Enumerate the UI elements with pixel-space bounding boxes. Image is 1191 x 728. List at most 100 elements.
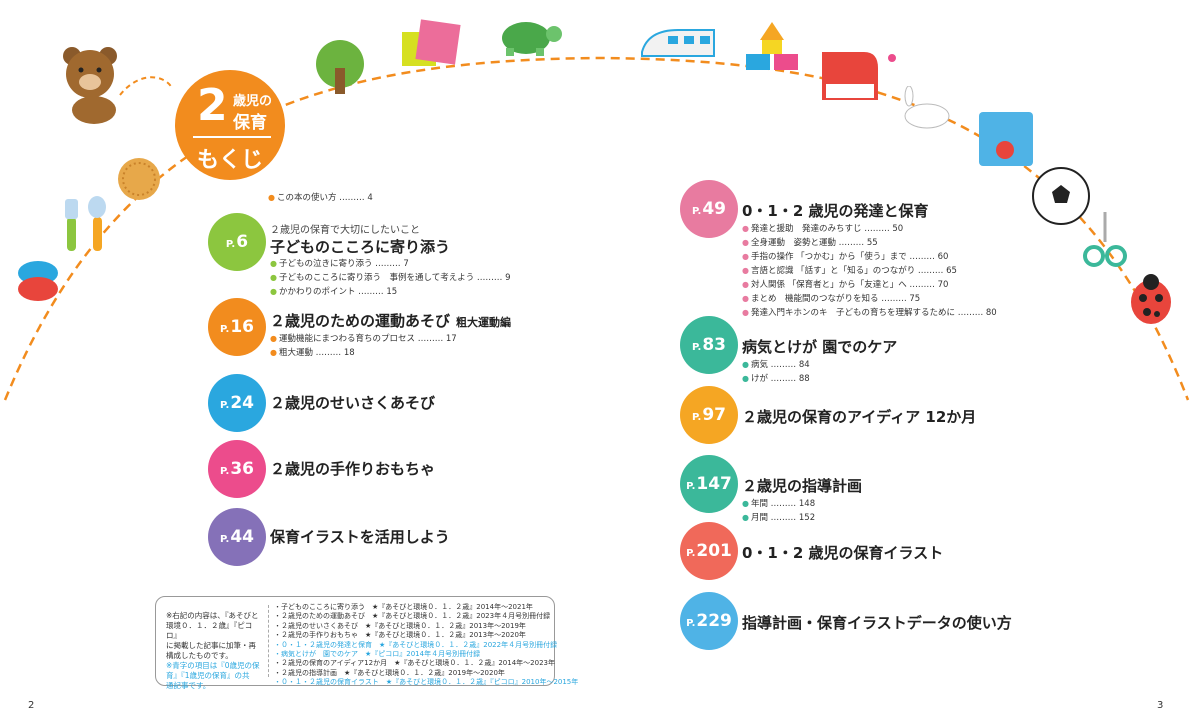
page-number-right: 3 (1157, 700, 1164, 711)
toc-item[interactable]: 子どもの泣きに寄り添う ……… 7 (270, 257, 511, 271)
page-prefix: P. (220, 400, 230, 411)
section-title[interactable]: ２歳児の指導計画 (742, 477, 863, 495)
note-left: ※右記の内容は、『あそびと環境０．１．２歳』『ピコロ』に掲載した記事に加筆・再構… (166, 611, 261, 691)
page-number: 83 (702, 335, 726, 355)
soccer-ball-icon (1032, 167, 1090, 225)
section-subtitle: ２歳児の保育で大切にしたいこと (270, 225, 420, 236)
bear-icon (63, 47, 117, 124)
section-title-text: ２歳児のせいさくあそび (270, 394, 436, 412)
section-items: 子どもの泣きに寄り添う ……… 7子どものこころに寄り添う 事例を通して考えよう… (270, 257, 511, 299)
title-line3: もくじ (196, 148, 263, 173)
piano-icon (822, 52, 896, 100)
note-source-line: ・病気とけが 園でのケア ★『ピコロ』2014年４月号別冊付録 (274, 650, 481, 659)
section-items: 年間 ……… 148月間 ……… 152 (742, 497, 815, 525)
toc-item[interactable]: 子どものこころに寄り添う 事例を通して考えよう ……… 9 (270, 271, 511, 285)
left-page-badge[interactable]: P.24 (208, 374, 266, 432)
right-page-badge[interactable]: P.97 (680, 386, 738, 444)
title-divider (193, 136, 271, 138)
note-source-line: ・０・１・２歳児の保育イラスト ★『あそびと環境０．１．２歳』『ピコロ』2010… (274, 678, 579, 687)
toc-item[interactable]: 粗大運動 ……… 18 (270, 346, 457, 360)
section-items: 運動機能にまつわる育ちのプロセス ……… 17粗大運動 ……… 18 (270, 332, 457, 360)
note-left-line: 構成したものです。 (166, 651, 233, 660)
blocks-icon (746, 22, 798, 70)
note-source-line: ・子どものこころに寄り添う ★『あそびと環境０．１．２歳』2014年～2021年 (274, 603, 533, 611)
page-prefix: P. (692, 206, 702, 217)
intro-item-text[interactable]: この本の使い方 ……… 4 (268, 191, 373, 205)
origami-paper-icon (402, 19, 461, 66)
right-page-badge[interactable]: P.83 (680, 316, 738, 374)
note-source-line: ・２歳児の指導計画 ★『あそびと環境０．１．２歳』2019年～2020年 (274, 668, 505, 677)
page-prefix: P. (220, 466, 230, 477)
page-prefix: P. (686, 548, 696, 559)
toc-item[interactable]: 年間 ……… 148 (742, 497, 815, 511)
section-title[interactable]: 指導計画・保育イラストデータの使い方 (742, 614, 1012, 632)
note-divider (268, 605, 269, 677)
page-prefix: P. (692, 342, 702, 353)
left-page-badge[interactable]: P.36 (208, 440, 266, 498)
page-prefix: P. (225, 239, 236, 250)
toc-item[interactable]: けが ……… 88 (742, 372, 810, 386)
toc-item[interactable]: 病気 ……… 84 (742, 358, 810, 372)
note-left-blue-line: 育』『1歳児の保育』の共 (166, 671, 250, 680)
note-source-line: ・２歳児の保育のアイディア12か月 ★『あそびと環境０．１．２歳』2014年～2… (274, 659, 555, 668)
page-number: 44 (230, 527, 254, 547)
page-number: 6 (236, 232, 249, 252)
section-title[interactable]: 子どものこころに寄り添う (270, 236, 450, 257)
toc-item[interactable]: 対人関係 「保育者と」から「友達と」へ ……… 70 (742, 278, 997, 292)
section-title-text: 子どものこころに寄り添う (270, 238, 451, 256)
note-left-line: に掲載した記事に加筆・再 (166, 641, 256, 650)
section-title[interactable]: 病気とけが 園でのケア (742, 338, 898, 356)
page-prefix: P. (220, 534, 230, 545)
section-title[interactable]: ２歳児のせいさくあそび (270, 392, 435, 413)
left-page-badge[interactable]: P.16 (208, 298, 266, 356)
left-page-badge[interactable]: P.44 (208, 508, 266, 566)
page-prefix: P. (686, 618, 696, 629)
toc-item[interactable]: 手指の操作 「つかむ」から「使う」まで ……… 60 (742, 250, 997, 264)
section-title-text: 保育イラストを活用しよう (270, 528, 450, 546)
train-icon (641, 29, 715, 57)
page-prefix: P. (686, 481, 696, 492)
page-number: 229 (696, 611, 732, 631)
section-items: 発達と援助 発達のみちすじ ……… 50全身運動 姿勢と運動 ……… 55手指の… (742, 222, 997, 320)
note-source-line: ・２歳児のための運動あそび ★『あそびと環境０．１．２歳』2023年４月号別冊付… (274, 612, 551, 621)
page-number: 201 (696, 541, 732, 561)
section-title[interactable]: ２歳児の保育のアイディア 12か月 (742, 408, 977, 426)
title-line1: 歳児の (233, 94, 273, 109)
page-prefix: P. (220, 324, 230, 335)
note-source-line: ・０・１・２歳児の発達と保育 ★『あそびと環境０．１．２歳』2022年４月号別冊… (274, 640, 558, 649)
page-number: 36 (230, 459, 254, 479)
section-title[interactable]: ２歳児の手作りおもちゃ (270, 458, 435, 479)
toc-item[interactable]: 全身運動 姿勢と運動 ……… 55 (742, 236, 997, 250)
toc-item[interactable]: 運動機能にまつわる育ちのプロセス ……… 17 (270, 332, 457, 346)
page-number: 147 (696, 474, 732, 494)
section-title-text: ２歳児の手作りおもちゃ (270, 460, 436, 478)
toc-item[interactable]: 発達入門キホンのキ 子どもの育ちを理解するために ……… 80 (742, 306, 997, 320)
right-page-badge[interactable]: P.229 (680, 592, 738, 650)
section-title-text: ２歳児のための運動あそび (270, 312, 451, 330)
note-left-line: 環境０．１．２歳』『ピコロ』 (166, 621, 253, 640)
note-source-line: ・２歳児のせいさくあそび ★『あそびと環境０．１．２歳』2013年～2019年 (274, 621, 526, 630)
section-title[interactable]: ２歳児のための運動あそび粗大運動編 (270, 310, 511, 331)
page-number: 24 (230, 393, 254, 413)
toc-item[interactable]: 月間 ……… 152 (742, 511, 815, 525)
right-page-badge[interactable]: P.147 (680, 455, 738, 513)
section-title[interactable]: 保育イラストを活用しよう (270, 526, 450, 547)
toc-item[interactable]: まとめ 機能間のつながりを知る ……… 75 (742, 292, 997, 306)
title-number: 2 (197, 80, 228, 131)
page-prefix: P. (692, 412, 702, 423)
page-number: 49 (702, 199, 726, 219)
toc-item[interactable]: 発達と援助 発達のみちすじ ……… 50 (742, 222, 997, 236)
page-number-left: 2 (28, 700, 35, 711)
source-note-box: ※右記の内容は、『あそびと環境０．１．２歳』『ピコロ』に掲載した記事に加筆・再構… (155, 596, 578, 690)
left-page-badge[interactable]: P.6 (208, 213, 266, 271)
right-page-badge[interactable]: P.201 (680, 522, 738, 580)
spoon-fork-icon (65, 196, 106, 251)
title-badge: 2 歳児の 保育 もくじ (175, 70, 285, 180)
right-page-badge[interactable]: P.49 (680, 180, 738, 238)
section-title[interactable]: 0・1・2 歳児の発達と保育 (742, 202, 929, 220)
section-title-suffix: 粗大運動編 (456, 316, 512, 329)
abc-book-icon (979, 112, 1033, 166)
toc-item[interactable]: かかわりのポイント ……… 15 (270, 285, 511, 299)
section-title[interactable]: 0・1・2 歳児の保育イラスト (742, 544, 944, 562)
toc-item[interactable]: 言語と認識 「話す」と「知る」のつながり ……… 65 (742, 264, 997, 278)
